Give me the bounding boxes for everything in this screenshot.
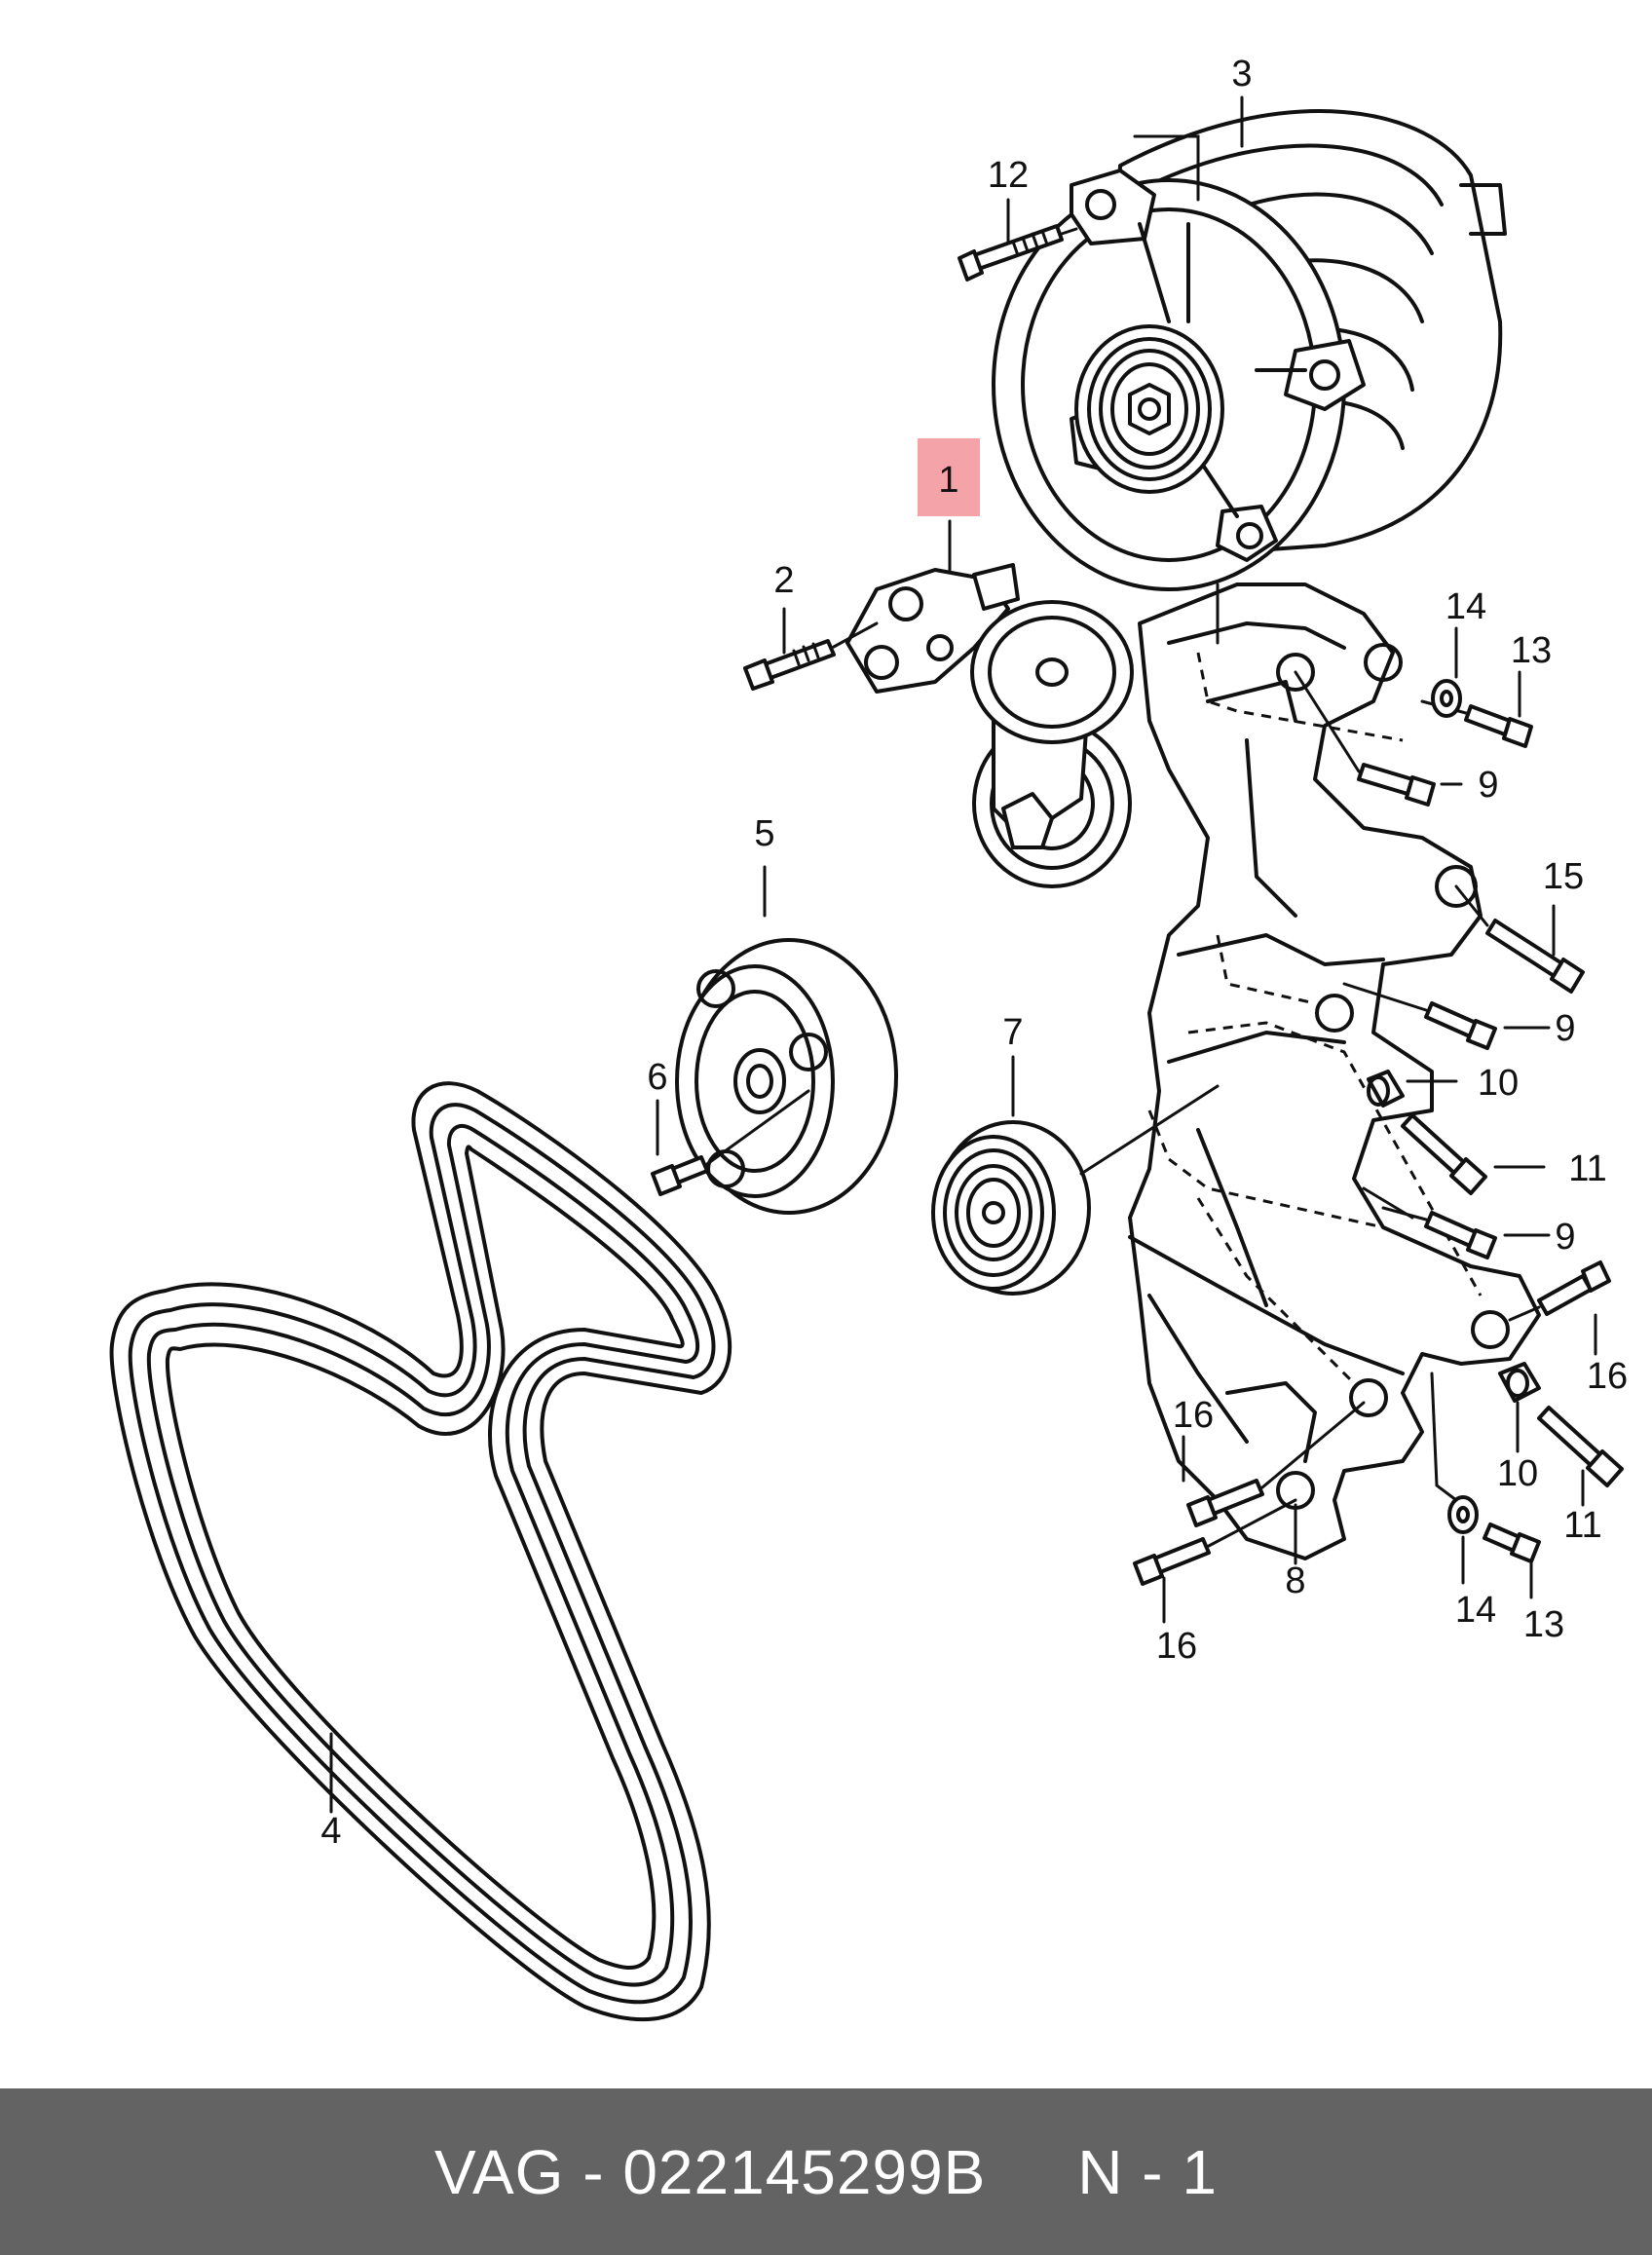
bolt-6: [651, 1089, 810, 1196]
callout-16-lower: 16: [1156, 1626, 1197, 1667]
callout-2: 2: [773, 560, 794, 601]
footer-gap: [986, 2137, 1077, 2207]
footer-separator: -: [564, 2136, 623, 2207]
callout-5: 5: [754, 813, 774, 854]
callout-10-second: 10: [1497, 1453, 1538, 1494]
bolt-16-right: [1508, 1260, 1611, 1322]
callout-14-top: 14: [1446, 586, 1486, 627]
callout-6: 6: [647, 1057, 667, 1098]
callout-13-top: 13: [1511, 630, 1552, 671]
callout-10-first: 10: [1478, 1063, 1519, 1104]
leader-lines: [656, 95, 1597, 1624]
callout-13-bottom: 13: [1523, 1604, 1564, 1645]
bolt-16-left-lower: [1133, 1498, 1297, 1586]
alternator: [992, 109, 1507, 591]
callout-9-third: 9: [1555, 1217, 1575, 1258]
callout-1: 1: [938, 460, 958, 501]
exploded-parts-diagram: 1 2 3 4 5 6 7 8 9 9 9 10 10 11 11 12 13 …: [109, 54, 1628, 2022]
pulley-5: [675, 938, 898, 1215]
washer-14-top: [1431, 679, 1462, 718]
bolt-9-first: [1294, 670, 1436, 807]
bolt-9-second: [1342, 982, 1497, 1050]
bolt-9-third: [1381, 1206, 1497, 1259]
bolt-11-first: [1401, 1113, 1487, 1195]
bolt-11-second: [1537, 1406, 1624, 1487]
spacer-10-first: [1367, 1070, 1405, 1108]
bolt-12: [957, 224, 1078, 282]
callout-3: 3: [1231, 54, 1252, 94]
callout-7: 7: [1002, 1012, 1023, 1053]
ribbed-belt-4: [109, 1081, 732, 2022]
bolt-13-bottom: [1430, 1372, 1541, 1563]
part-footer-bar: VAG - 022145299B N - 1: [0, 2088, 1652, 2255]
callout-9-second: 9: [1555, 1008, 1575, 1049]
callout-15: 15: [1543, 856, 1584, 897]
callout-1-highlight: [918, 438, 980, 516]
mounting-bracket: [1128, 583, 1541, 1560]
part-footer-text: VAG - 022145299B N - 1: [434, 2136, 1218, 2208]
callout-16-upper: 16: [1173, 1395, 1214, 1436]
callout-11-second: 11: [1563, 1505, 1601, 1546]
footer-brand: VAG: [434, 2136, 565, 2207]
callout-9-first: 9: [1478, 765, 1498, 806]
footer-position: N - 1: [1077, 2136, 1218, 2207]
callout-14-bottom: 14: [1455, 1590, 1496, 1631]
washer-14-bottom: [1447, 1495, 1479, 1534]
bolt-16-left-upper: [1186, 1401, 1366, 1527]
callout-12: 12: [988, 155, 1029, 196]
bolt-2: [743, 621, 879, 691]
idler-pulley-7: [931, 1084, 1220, 1296]
spacer-10-second: [1498, 1362, 1541, 1403]
callout-16-right: 16: [1587, 1356, 1628, 1397]
callout-11-first: 11: [1568, 1148, 1606, 1189]
callout-4: 4: [320, 1811, 341, 1852]
bolt-15: [1454, 884, 1585, 994]
belt-tensioner: [845, 563, 1134, 888]
callout-8: 8: [1285, 1560, 1305, 1601]
footer-part-number: 022145299B: [622, 2136, 987, 2207]
